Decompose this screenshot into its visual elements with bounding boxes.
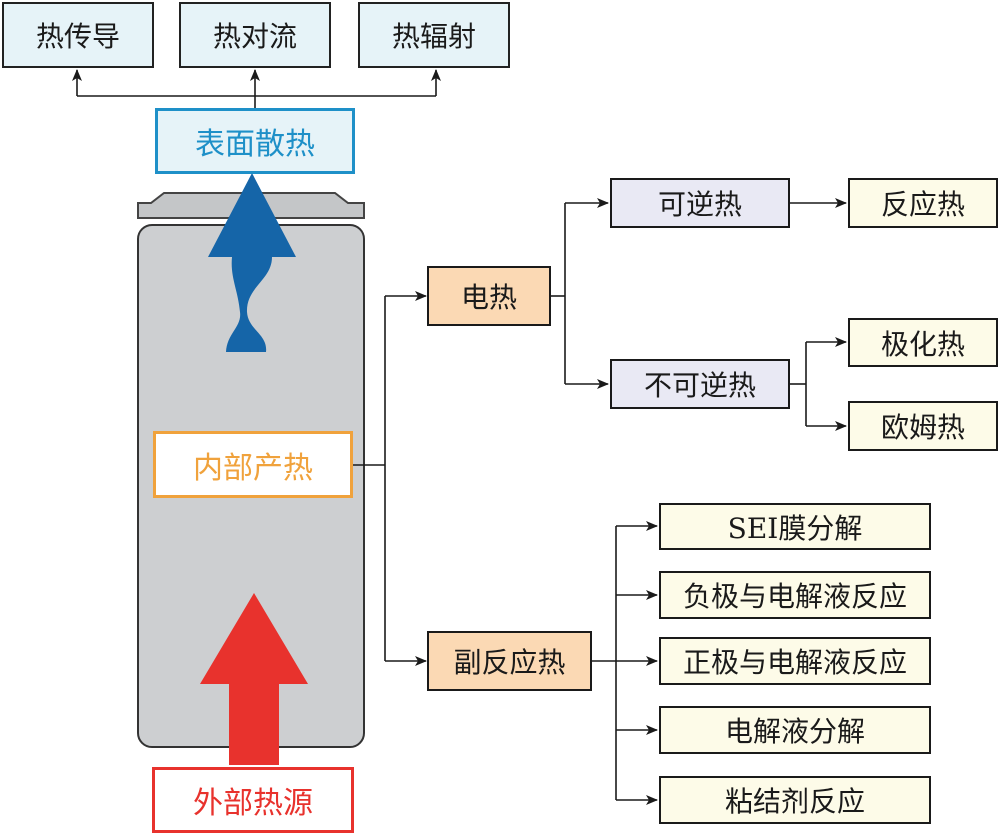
reaction-heat-box: 反应热	[848, 178, 998, 228]
heat-conduction-box: 热传导	[2, 2, 154, 68]
surface-to-modes-connectors	[72, 69, 441, 108]
side-reaction-connectors	[592, 521, 658, 805]
internal-heat-connectors	[353, 291, 427, 666]
internal-heat-box: 内部产热	[153, 431, 353, 498]
electric-heat-box: 电热	[427, 266, 551, 326]
side-reaction-heat-box: 副反应热	[427, 631, 592, 691]
heat-convection-box: 热对流	[179, 2, 331, 68]
heat-dissipation-arrow	[208, 173, 296, 352]
electrolyte-decomposition-box: 电解液分解	[659, 706, 931, 754]
external-heat-box: 外部热源	[152, 767, 354, 833]
irreversible-heat-box: 不可逆热	[610, 359, 790, 409]
external-heat-arrow	[200, 593, 308, 765]
polarization-heat-box: 极化热	[848, 318, 998, 367]
anode-electrolyte-reaction-box: 负极与电解液反应	[659, 571, 931, 619]
sei-decomposition-box: SEI膜分解	[659, 503, 931, 550]
ohmic-heat-box: 欧姆热	[848, 401, 998, 451]
binder-reaction-box: 粘结剂反应	[659, 776, 931, 824]
surface-heat-box: 表面散热	[155, 108, 355, 174]
heat-radiation-box: 热辐射	[358, 2, 510, 68]
cathode-electrolyte-reaction-box: 正极与电解液反应	[659, 637, 931, 685]
reversible-heat-box: 可逆热	[610, 178, 790, 228]
electric-heat-connectors	[551, 198, 847, 431]
